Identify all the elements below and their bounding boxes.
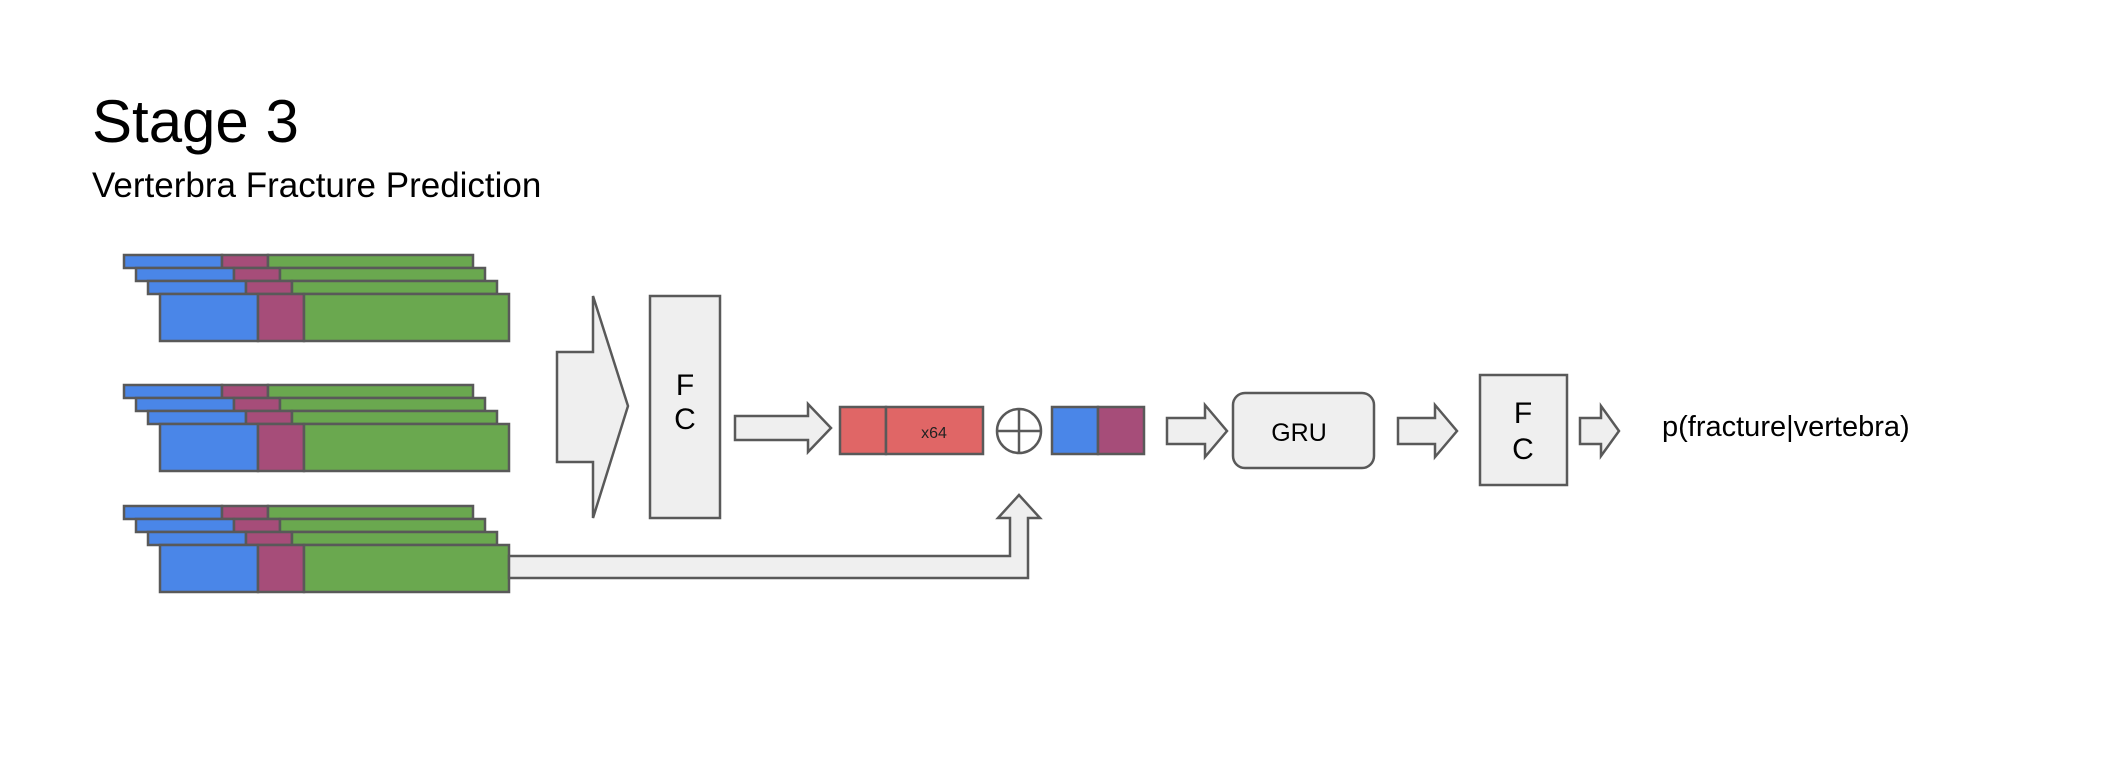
output-label: p(fracture|vertebra): [1662, 411, 1910, 443]
segment-green: [290, 409, 499, 426]
segment-blue: [134, 266, 236, 283]
embedding-label: x64: [921, 425, 947, 442]
arrow-right-icon: [733, 400, 833, 456]
plus-circle-icon: [995, 407, 1043, 455]
segment-green: [266, 383, 475, 400]
feature-stack-1: [122, 253, 511, 343]
segment-green: [290, 279, 499, 296]
concat-purple-cell: [1096, 405, 1146, 456]
segment-blue: [158, 292, 260, 343]
segment-blue: [122, 504, 224, 521]
segment-green: [302, 543, 511, 594]
segment-blue: [158, 422, 260, 473]
concat-blue-cell: [1050, 405, 1100, 456]
skip-connection-arrow: [507, 493, 1043, 580]
segment-green: [302, 292, 511, 343]
segment-purple: [256, 422, 306, 473]
diagram-subtitle: Verterbra Fracture Prediction: [92, 166, 542, 205]
gru-box: [1231, 391, 1376, 470]
segment-purple: [244, 409, 294, 426]
segment-green: [278, 266, 487, 283]
segment-blue: [158, 543, 260, 594]
segment-purple: [232, 266, 282, 283]
segment-purple: [220, 253, 270, 270]
segment-blue: [146, 530, 248, 547]
segment-green: [266, 504, 475, 521]
arrow-right-icon: [1396, 401, 1459, 461]
segment-purple: [220, 383, 270, 400]
embedding-cell-small: [838, 405, 888, 456]
feature-stacks: [122, 253, 511, 594]
segment-green: [278, 396, 487, 413]
segment-purple: [244, 279, 294, 296]
funnel-arrow-shape: [555, 295, 630, 519]
diagram-title: Stage 3: [92, 88, 299, 155]
segment-blue: [134, 396, 236, 413]
segment-blue: [146, 409, 248, 426]
segment-purple: [256, 543, 306, 594]
segment-purple: [220, 504, 270, 521]
fc-box-2: [1478, 373, 1569, 487]
embedding-cell-wide: [884, 405, 985, 456]
segment-green: [302, 422, 511, 473]
arrow-right-icon: [1165, 401, 1229, 461]
segment-blue: [122, 383, 224, 400]
segment-purple: [256, 292, 306, 343]
segment-blue: [122, 253, 224, 270]
segment-purple: [232, 396, 282, 413]
segment-green: [266, 253, 475, 270]
feature-stack-2: [122, 383, 511, 473]
segment-blue: [146, 279, 248, 296]
segment-purple: [232, 517, 282, 534]
segment-green: [290, 530, 499, 547]
segment-purple: [244, 530, 294, 547]
feature-stack-3: [122, 504, 511, 594]
fc-box-1: [648, 294, 722, 520]
gru-label: GRU: [1271, 419, 1327, 447]
segment-blue: [134, 517, 236, 534]
segment-green: [278, 517, 487, 534]
arrow-right-icon: [1578, 402, 1621, 460]
